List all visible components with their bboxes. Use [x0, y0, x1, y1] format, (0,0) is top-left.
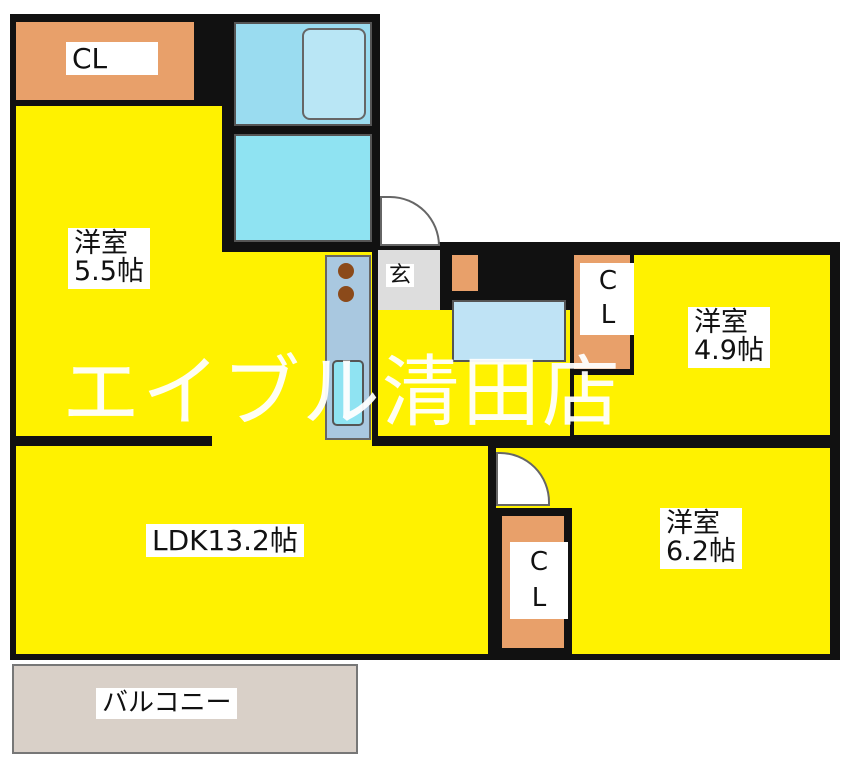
balcony-label: バルコニー — [96, 688, 238, 720]
closet-right-bottom: C L — [502, 516, 568, 648]
bedroom-label: 洋室 6.2帖 — [660, 508, 742, 569]
entrance-label: 玄 — [386, 264, 415, 287]
closet-top-left: CL — [16, 22, 194, 100]
bathtub — [302, 28, 366, 120]
ldk-label: LDK13.2帖 — [146, 524, 304, 558]
closet-label: C L — [580, 263, 636, 335]
entrance-door[interactable] — [380, 196, 440, 246]
bedroom-5-5: 洋室 5.5帖 — [16, 106, 222, 436]
balcony: バルコニー — [12, 664, 358, 754]
stove-burner — [338, 286, 354, 302]
ldk: LDK13.2帖 — [16, 446, 488, 654]
toilet — [452, 300, 566, 362]
closet-right-top: C L — [574, 255, 636, 369]
closet-label: CL — [66, 42, 158, 76]
bedroom-label: 洋室 5.5帖 — [68, 228, 150, 289]
sink — [332, 360, 364, 426]
bedroom-4-9-lower — [574, 375, 634, 435]
shoe-closet — [452, 255, 478, 291]
bedroom-4-9: 洋室 4.9帖 — [634, 255, 830, 435]
washroom — [234, 134, 372, 242]
closet-label: C L — [510, 542, 568, 619]
watermark: エイブル清田店 — [62, 348, 623, 438]
bedroom-label: 洋室 4.9帖 — [688, 307, 770, 368]
entrance: 玄 — [378, 250, 440, 310]
stove-burner — [338, 263, 354, 279]
